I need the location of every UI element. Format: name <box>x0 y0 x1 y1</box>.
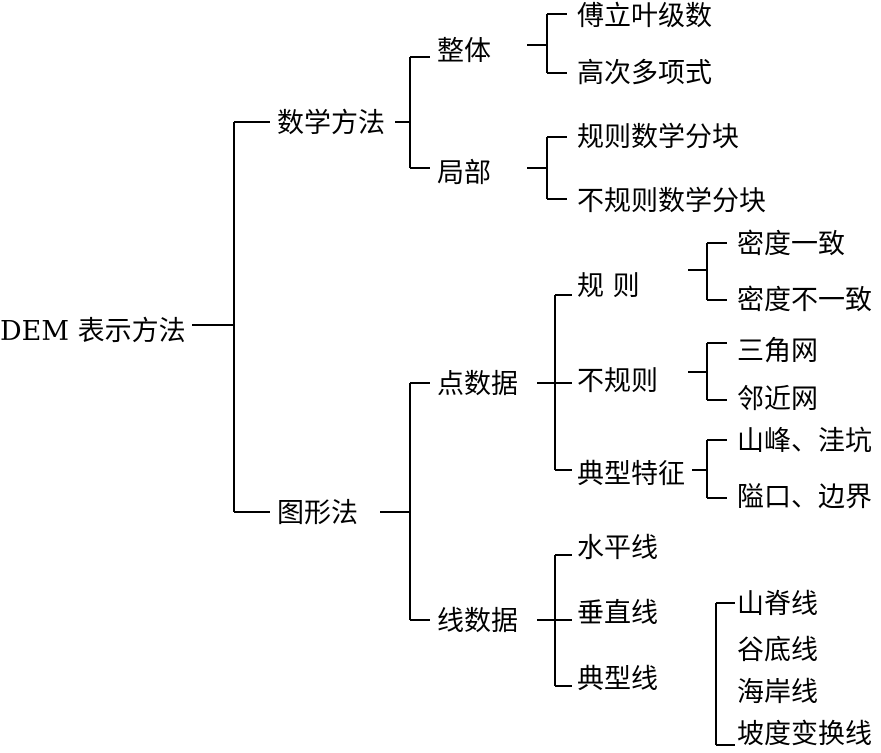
local-node: 局部 <box>437 158 491 189</box>
vertical-line-node: 垂直线 <box>577 598 658 629</box>
neighbor-net-node: 邻近网 <box>737 384 818 415</box>
tin-node: 三角网 <box>737 336 818 367</box>
irregular-block-node: 不规则数学分块 <box>577 186 766 217</box>
coastline-node: 海岸线 <box>737 677 818 708</box>
passes-boundaries-node: 隘口、边界 <box>737 482 872 513</box>
point-data-node: 点数据 <box>437 369 518 400</box>
regular-node: 规 则 <box>577 271 640 302</box>
math-method-node: 数学方法 <box>277 108 385 139</box>
irregular-node: 不规则 <box>577 366 658 397</box>
typical-line-node: 典型线 <box>577 664 658 695</box>
contour-line-node: 水平线 <box>577 533 658 564</box>
line-data-node: 线数据 <box>437 606 518 637</box>
nonuniform-density-node: 密度不一致 <box>737 285 872 316</box>
ridge-line-node: 山脊线 <box>737 589 818 620</box>
typical-features-node: 典型特征 <box>577 459 685 490</box>
peaks-pits-node: 山峰、洼坑 <box>737 426 872 457</box>
valley-line-node: 谷底线 <box>737 635 818 666</box>
connector-lines <box>192 13 735 746</box>
global-node: 整体 <box>437 36 491 67</box>
polynomial-node: 高次多项式 <box>577 58 712 89</box>
graphic-method-node: 图形法 <box>277 498 358 529</box>
fourier-series-node: 傅立叶级数 <box>577 1 712 32</box>
root-node: DEM 表示方法 <box>0 316 186 347</box>
slope-change-line-node: 坡度变换线 <box>737 719 872 750</box>
uniform-density-node: 密度一致 <box>737 229 845 260</box>
regular-block-node: 规则数学分块 <box>577 122 739 153</box>
